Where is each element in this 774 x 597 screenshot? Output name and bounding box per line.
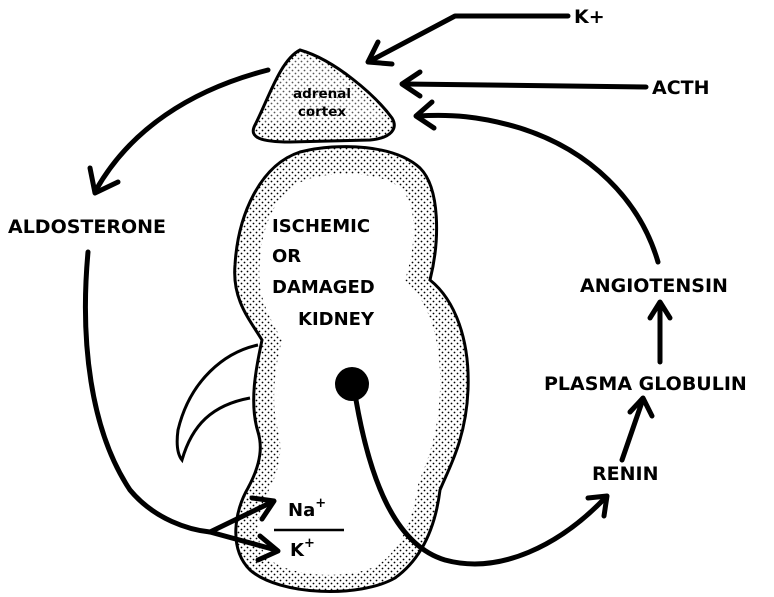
kidney-label-line2: OR (272, 246, 301, 267)
potassium-symbol: K (290, 540, 305, 561)
angiotensin-label: ANGIOTENSIN (580, 275, 728, 297)
kidney-label-line3: DAMAGED (272, 277, 375, 298)
sodium-symbol: Na (288, 500, 315, 521)
adrenal-label-line1: adrenal (293, 86, 351, 102)
renin-label: RENIN (592, 463, 658, 485)
kidney-label-line4: KIDNEY (298, 309, 375, 330)
arrow-acth-to-adrenal (402, 72, 646, 96)
sodium-charge: + (315, 496, 326, 511)
arrow-angiotensin-to-adrenal (416, 102, 658, 262)
potassium-input-label: K+ (574, 6, 605, 28)
acth-label: ACTH (652, 77, 710, 99)
arrow-adrenal-to-aldosterone (90, 70, 268, 193)
ureter (177, 345, 258, 460)
kidney-label-line1: ISCHEMIC (272, 216, 370, 237)
juxtaglomerular-dot (335, 367, 369, 401)
arrow-renin-to-plasma-globulin (622, 398, 652, 460)
plasma-globulin-label: PLASMA GLOBULIN (544, 373, 747, 395)
aldosterone-label: ALDOSTERONE (8, 216, 166, 238)
adrenal-label-line2: cortex (298, 104, 347, 120)
arrow-plasma-globulin-to-angiotensin (650, 302, 670, 362)
arrow-potassium-to-adrenal (368, 16, 568, 64)
potassium-charge: + (304, 536, 315, 551)
